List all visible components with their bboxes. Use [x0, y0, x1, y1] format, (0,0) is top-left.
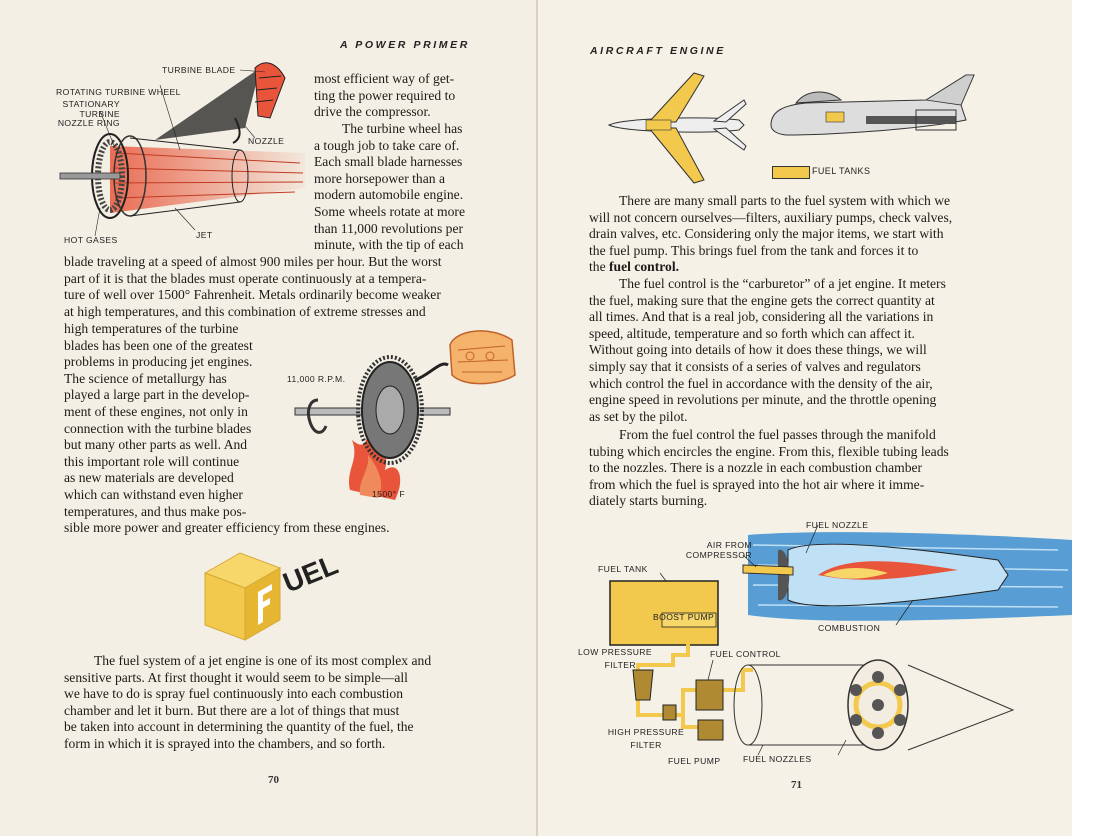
label-high-pressure-filter: HIGH PRESSURE FILTER [607, 727, 685, 750]
label-stationary-nozzle-ring: STATIONARY TURBINE NOZZLE RING [57, 99, 120, 128]
label-fuel-pump: FUEL PUMP [668, 756, 721, 766]
label-rotating-turbine-wheel: ROTATING TURBINE WHEEL [56, 87, 181, 97]
label-turbine-blade: TURBINE BLADE [162, 65, 236, 75]
label-boost-pump: BOOST PUMP [653, 612, 715, 622]
fuel-title-word: UEL [279, 549, 343, 599]
page-number: 71 [791, 779, 802, 791]
right-page: AIRCRAFT ENGINE FUEL TANKS There are man… [538, 0, 1072, 836]
aircraft-top-view [607, 72, 747, 184]
aircraft-side-view [770, 74, 975, 136]
label-fuel-nozzles: FUEL NOZZLES [743, 754, 812, 764]
turbine-wheel-illustration [59, 62, 305, 237]
fuel-system-diagram [609, 524, 1072, 756]
book-gutter [536, 0, 538, 836]
paragraph-metallurgy-end: sible more power and greater efficiency … [64, 520, 390, 535]
paragraph-fuel-control: The fuel control is the “carburetor” of … [589, 276, 946, 424]
label-fuel-tank: FUEL TANK [598, 564, 648, 574]
label-fuel-nozzle: FUEL NOZZLE [806, 520, 869, 530]
paragraph-turbine-intro: most efficient way of get- ting the powe… [314, 71, 456, 120]
paragraph-manifold: From the fuel control the fuel passes th… [589, 427, 949, 509]
paragraph-fuel-system: The fuel system of a jet engine is one o… [64, 653, 432, 751]
label-jet: JET [196, 230, 213, 240]
paragraph-turbine-wheel: The turbine wheel has a tough job to tak… [314, 121, 465, 253]
label-combustion: COMBUSTION [818, 623, 881, 633]
turbine-shaft-illustration [294, 330, 516, 500]
paragraph-fuel-parts: There are many small parts to the fuel s… [589, 193, 953, 275]
label-temperature: 1500° F [372, 489, 405, 499]
label-rpm: 11,000 R.P.M. [287, 374, 346, 384]
paragraph-blade-temperature: blade traveling at a speed of almost 900… [64, 254, 442, 319]
fuel-tanks-legend-swatch [772, 166, 810, 179]
paragraph-metallurgy: high temperatures of the turbine blades … [64, 321, 253, 519]
label-hot-gases: HOT GASES [64, 235, 118, 245]
running-head: AIRCRAFT ENGINE [590, 45, 726, 57]
left-page: A POWER PRIMER TURBINE BLADE ROTATING T [0, 0, 536, 836]
page-number: 70 [268, 774, 279, 786]
running-head: A POWER PRIMER [340, 39, 470, 51]
label-fuel-control: FUEL CONTROL [710, 649, 781, 659]
label-nozzle: NOZZLE [248, 136, 285, 146]
label-air-from-compressor: AIR FROM COMPRESSOR [685, 540, 752, 560]
legend-fuel-tanks: FUEL TANKS [812, 166, 871, 176]
label-low-pressure-filter: LOW PRESSURE FILTER [578, 647, 653, 670]
fuel-section-graphic: UEL [203, 549, 343, 641]
